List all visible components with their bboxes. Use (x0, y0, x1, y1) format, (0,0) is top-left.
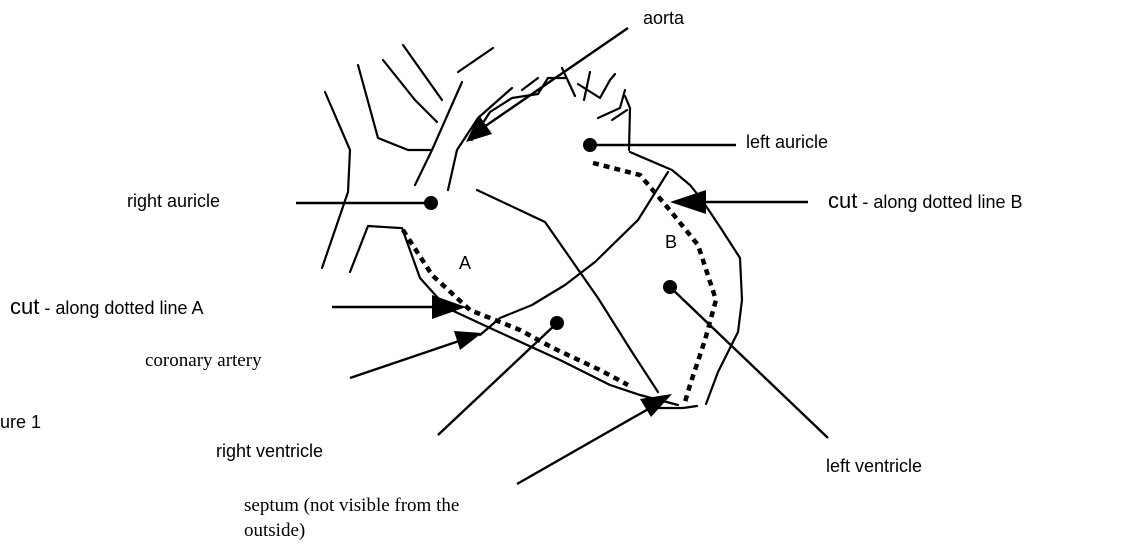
left-ventricle-line (670, 287, 828, 438)
septum-arrow (517, 394, 672, 484)
septum-label-line2: outside) (244, 520, 305, 542)
cut-b-word: cut (828, 188, 857, 213)
right-ventricle-line (438, 323, 557, 435)
letter-b: B (665, 232, 677, 253)
septum-label-line1: septum (not visible from the (244, 495, 459, 517)
cut-b-arrow (670, 190, 808, 214)
aorta-label: aorta (643, 8, 684, 29)
letter-a: A (459, 253, 471, 274)
aorta-arrow (466, 28, 628, 142)
interior-lines (477, 172, 668, 392)
cut-a-description: - along dotted line A (44, 298, 203, 318)
figure-caption: ure 1 (0, 412, 41, 433)
cut-b-label: cut - along dotted line B (828, 188, 1023, 214)
vena-cava-vessels (322, 45, 442, 272)
coronary-artery-label: coronary artery (145, 350, 262, 372)
cut-b-description: - along dotted line B (862, 192, 1022, 212)
right-ventricle-label: right ventricle (216, 441, 323, 462)
cut-a-word: cut (10, 294, 39, 319)
coronary-artery-arrow (350, 331, 482, 378)
left-ventricle-label: left ventricle (826, 456, 922, 477)
cut-a-label: cut - along dotted line A (10, 294, 204, 320)
left-auricle-label: left auricle (746, 132, 828, 153)
right-auricle-label: right auricle (127, 191, 220, 212)
cut-a-arrow (332, 295, 466, 319)
